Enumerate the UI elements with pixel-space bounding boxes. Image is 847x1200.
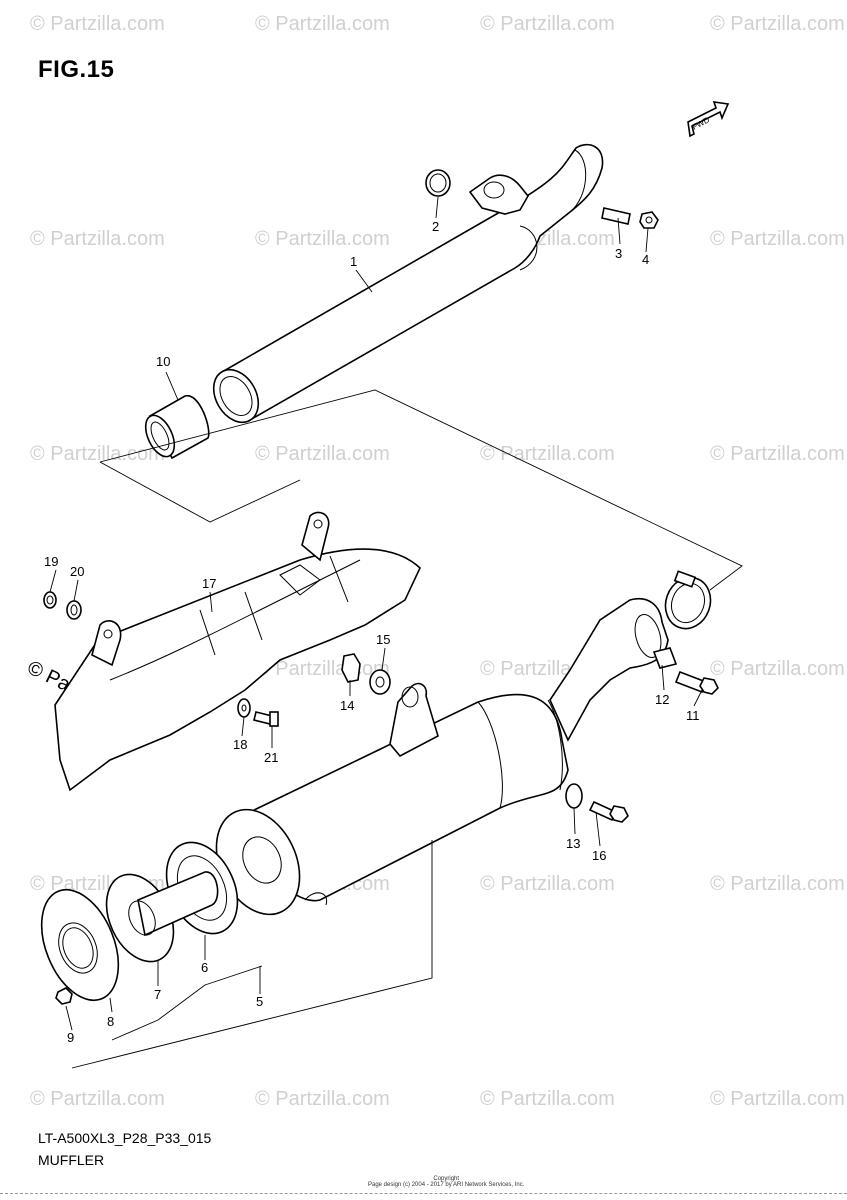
watermark: © Partzilla.com [710, 873, 845, 895]
callout-8: 8 [107, 1014, 114, 1029]
callout-1: 1 [350, 254, 357, 269]
assembly-reference-line [99, 389, 743, 591]
watermark: © Partzilla.com [710, 228, 845, 250]
mount-bolt [674, 670, 719, 695]
diagram-name: MUFFLER [38, 1152, 105, 1168]
heat-shield [54, 511, 421, 792]
fwd-arrow-icon: FWD [687, 101, 730, 138]
hose-clamp [664, 570, 712, 630]
callout-17: 17 [202, 576, 216, 591]
figure-title: FIG.15 [38, 56, 115, 83]
callout-12: 12 [655, 692, 669, 707]
callouts: 1 2 3 4 5 6 7 8 9 10 11 12 13 14 15 16 1… [44, 219, 700, 1045]
watermark: © Partzilla.com [710, 658, 845, 680]
bolt [253, 711, 279, 727]
bolt-collar [341, 653, 361, 683]
watermark: © Partzilla.com [710, 443, 845, 465]
spacer [652, 647, 678, 669]
leader-lines [49, 196, 703, 1031]
watermark: © Partzilla.com [480, 873, 615, 895]
washer [237, 698, 251, 718]
callout-11: 11 [686, 708, 700, 723]
callout-19: 19 [44, 554, 58, 569]
watermark: © Partzilla.com [255, 228, 390, 250]
watermark: © Partzilla.com [255, 13, 390, 35]
muffler-body [215, 598, 669, 916]
connector-sleeve [144, 395, 210, 460]
copyright-notice: Copyright Page design (c) 2004 - 2017 by… [368, 1176, 524, 1188]
callout-21: 21 [264, 750, 278, 765]
watermark: © Partzilla.com [710, 1088, 845, 1110]
cushion [369, 669, 391, 695]
tail-pipe [105, 871, 219, 963]
end-cover [40, 888, 120, 1002]
callout-2: 2 [432, 219, 439, 234]
stud-bolt [601, 207, 631, 225]
page-bottom-divider [0, 1193, 847, 1194]
watermark: © Partzilla.com [30, 443, 165, 465]
screw [55, 987, 73, 1005]
washer-lower [565, 783, 583, 809]
collar [66, 600, 82, 620]
callout-7: 7 [154, 987, 161, 1002]
callout-20: 20 [70, 564, 84, 579]
callout-18: 18 [233, 737, 247, 752]
diagram-code: LT-A500XL3_P28_P33_015 [38, 1130, 212, 1146]
watermark: © Partzilla.com [30, 228, 165, 250]
watermark: © Partzilla.com [255, 1088, 390, 1110]
callout-9: 9 [67, 1030, 74, 1045]
gasket [425, 169, 451, 197]
callout-13: 13 [566, 836, 580, 851]
callout-16: 16 [592, 848, 606, 863]
watermark: © Partzilla.com [30, 13, 165, 35]
watermark: © Partzilla.com [480, 13, 615, 35]
callout-4: 4 [642, 252, 649, 267]
watermark: © Partzilla.com [480, 1088, 615, 1110]
nut [639, 211, 659, 229]
callout-5: 5 [256, 994, 263, 1009]
callout-14: 14 [340, 698, 354, 713]
grommet [43, 591, 57, 609]
callout-15: 15 [376, 632, 390, 647]
watermark: © Partzilla.com [255, 443, 390, 465]
watermark: © Partzilla.com [710, 13, 845, 35]
callout-6: 6 [201, 960, 208, 975]
callout-10: 10 [156, 354, 170, 369]
callout-3: 3 [615, 246, 622, 261]
exhaust-pipe [212, 143, 604, 424]
copyright-line1: Copyright [433, 1176, 460, 1182]
copyright-line2: Page design (c) 2004 - 2017 by ARI Netwo… [368, 1182, 525, 1188]
watermark: © Partzilla.com [480, 443, 615, 465]
muffler-group-bracket [71, 840, 433, 1069]
watermark: © Partzilla.com [30, 1088, 165, 1110]
bolt-lower [588, 800, 629, 823]
